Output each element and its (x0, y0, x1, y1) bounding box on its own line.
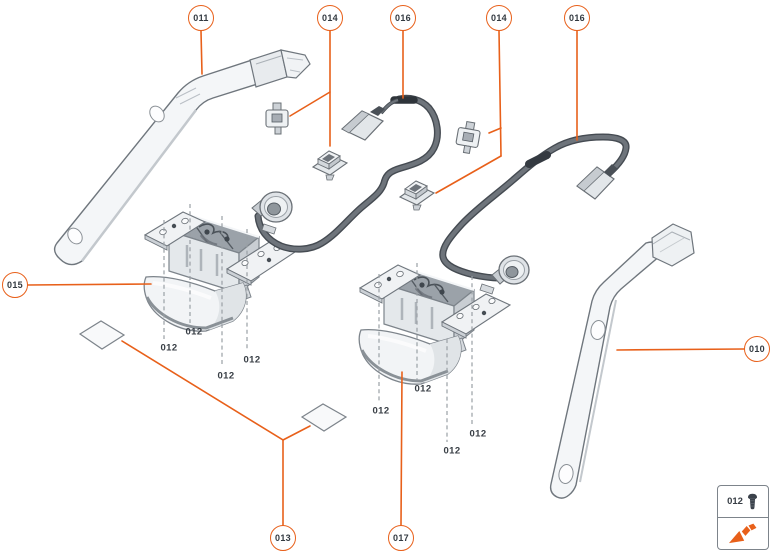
trim-strip-right (549, 223, 695, 499)
part-ref-label: 012 (185, 326, 203, 338)
callout-017[interactable]: 017 (388, 525, 414, 551)
adhesive-pad-left (78, 320, 126, 350)
bracket-assembly-right (357, 263, 512, 387)
legend-fastener-label: 012 (727, 496, 743, 507)
screw-icon (747, 493, 757, 510)
wiring-harness-left (251, 94, 441, 253)
dashed-leader-lines (163, 204, 473, 442)
part-ref-label: 012 (372, 405, 390, 417)
callout-013[interactable]: 013 (270, 525, 296, 551)
part-ref-label: 012 (414, 383, 432, 395)
part-ref-label: 012 (160, 342, 178, 354)
callout-leader-lines (27, 30, 745, 526)
direction-arrow-icon (728, 523, 757, 543)
retainer-clip-c (454, 119, 483, 156)
part-ref-label: 012 (469, 428, 487, 440)
legend-box: 012 (717, 485, 769, 550)
adhesive-pad-right (300, 403, 348, 432)
legend-fastener-row: 012 (718, 486, 768, 517)
callout-014-b[interactable]: 014 (486, 5, 512, 31)
callout-011[interactable]: 011 (188, 5, 214, 31)
callout-015[interactable]: 015 (2, 272, 28, 298)
wiring-harness-right (439, 133, 630, 295)
part-ref-label: 012 (443, 445, 461, 457)
trim-strip-left (53, 49, 311, 266)
retainer-clip-b (312, 150, 348, 181)
part-ref-label: 012 (217, 370, 235, 382)
callout-010[interactable]: 010 (744, 336, 770, 362)
retainer-clip-d (399, 180, 435, 211)
callout-014-a[interactable]: 014 (317, 5, 343, 31)
retainer-clip-a (265, 102, 289, 135)
callout-016-a[interactable]: 016 (390, 5, 416, 31)
part-ref-label: 012 (243, 354, 261, 366)
callout-016-b[interactable]: 016 (564, 5, 590, 31)
legend-direction-row (718, 517, 768, 549)
